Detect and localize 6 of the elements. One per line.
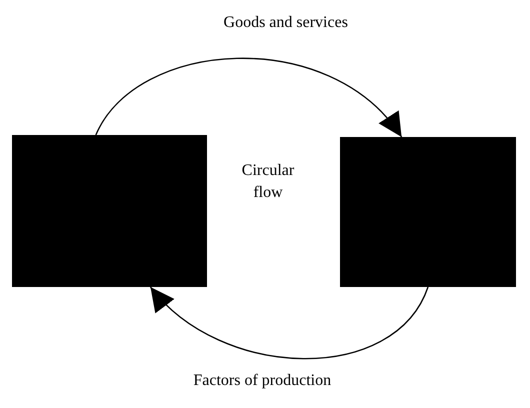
- edge-label: Factors of production: [191, 372, 334, 390]
- flow-arrow: [150, 286, 429, 360]
- sector-block: [340, 137, 516, 287]
- center-label: Circular flow: [240, 161, 296, 203]
- flow-arrow: [95, 58, 402, 138]
- sector-block: [12, 135, 207, 287]
